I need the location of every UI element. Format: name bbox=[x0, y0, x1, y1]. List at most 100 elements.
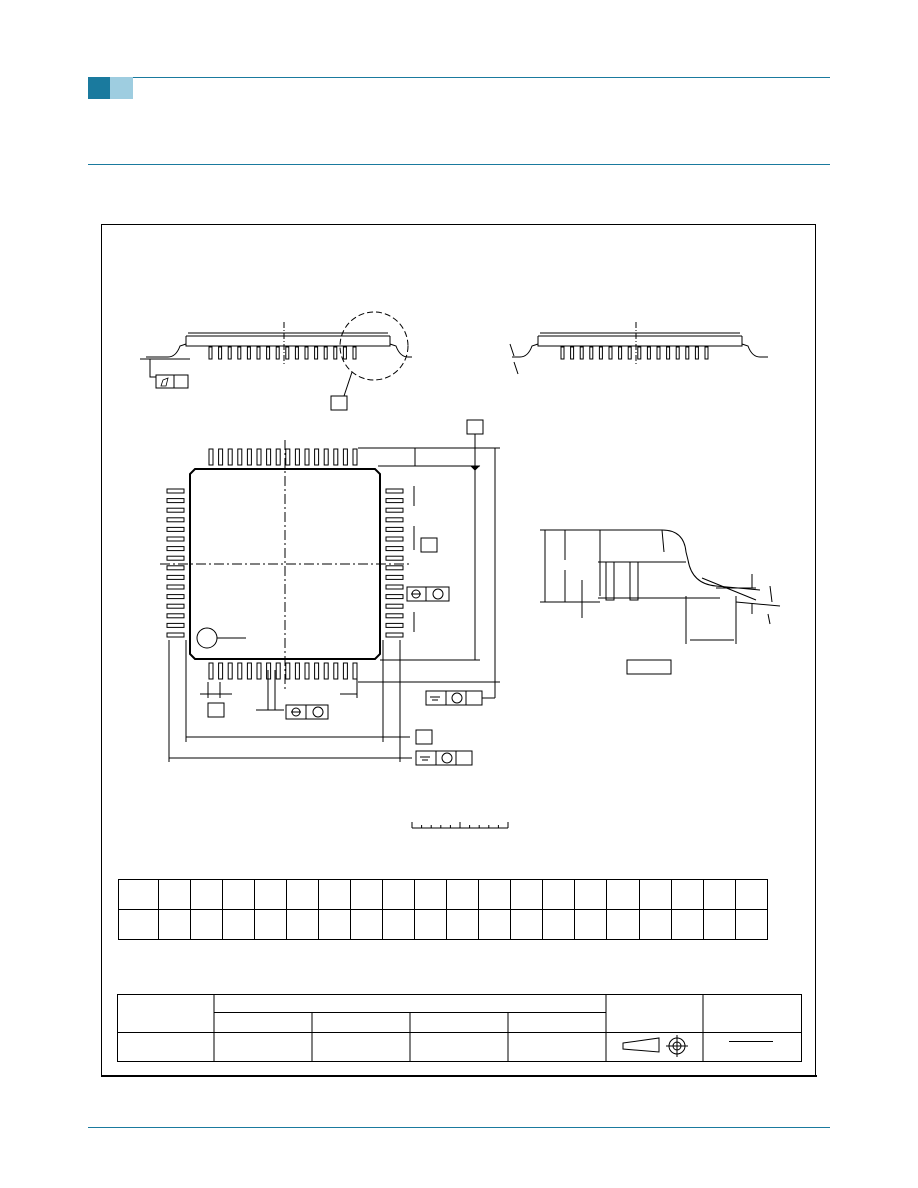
side-view-right-lead bbox=[579, 346, 584, 360]
right-lead bbox=[385, 584, 404, 590]
top-lead bbox=[314, 448, 320, 466]
bottom-lead bbox=[323, 662, 329, 680]
table-cell bbox=[670, 909, 704, 940]
side-view-right-lead bbox=[598, 346, 603, 360]
right-lead bbox=[385, 565, 404, 571]
left-lead bbox=[166, 498, 185, 504]
right-lead bbox=[385, 517, 404, 523]
side-view-left-lead bbox=[237, 346, 242, 360]
table-cell bbox=[638, 909, 672, 940]
side-view-left-lead bbox=[333, 346, 338, 360]
bottom-lead bbox=[333, 662, 339, 680]
table-cell bbox=[670, 879, 704, 910]
detail-view bbox=[540, 529, 781, 675]
left-lead bbox=[166, 565, 185, 571]
side-view-right-lead bbox=[589, 346, 594, 360]
table-cell bbox=[638, 879, 672, 910]
table-cell bbox=[574, 909, 608, 940]
side-view-right-lead bbox=[694, 346, 699, 360]
bottom-lead bbox=[266, 662, 272, 680]
left-lead bbox=[166, 526, 185, 532]
left-lead bbox=[166, 536, 185, 542]
bottom-lead bbox=[218, 662, 224, 680]
top-lead bbox=[333, 448, 339, 466]
side-view-left-lead bbox=[266, 346, 271, 360]
side-view-right-lead bbox=[656, 346, 661, 360]
side-view-right-lead bbox=[685, 346, 690, 360]
table-cell bbox=[285, 909, 320, 940]
bottom-lead bbox=[352, 662, 358, 680]
side-view-left-lead bbox=[352, 346, 357, 360]
right-lead bbox=[385, 488, 404, 494]
bottom-lead bbox=[314, 662, 320, 680]
left-lead bbox=[166, 622, 185, 628]
left-lead bbox=[166, 488, 185, 494]
right-lead bbox=[385, 555, 404, 561]
table-row bbox=[118, 879, 769, 910]
top-lead bbox=[208, 448, 214, 466]
top-view bbox=[160, 419, 500, 766]
bottom-lead bbox=[275, 662, 281, 680]
table-cell bbox=[382, 909, 416, 940]
left-lead bbox=[166, 632, 185, 638]
left-lead bbox=[166, 584, 185, 590]
side-view-left-lead bbox=[294, 346, 299, 360]
right-lead bbox=[385, 622, 404, 628]
right-lead bbox=[385, 574, 404, 580]
dimensions-table bbox=[118, 879, 769, 940]
bottom-lead bbox=[246, 662, 252, 680]
top-lead bbox=[266, 448, 272, 466]
table-cell bbox=[382, 879, 416, 910]
right-lead bbox=[385, 536, 404, 542]
bottom-lead bbox=[304, 662, 310, 680]
side-view-right-lead bbox=[627, 346, 632, 360]
bottom-lead bbox=[342, 662, 348, 680]
table-cell bbox=[221, 879, 255, 910]
table-cell bbox=[606, 879, 640, 910]
right-lead bbox=[385, 498, 404, 504]
table-cell bbox=[542, 909, 576, 940]
table-cell bbox=[734, 909, 769, 940]
table-cell bbox=[318, 909, 352, 940]
side-view-right-lead bbox=[646, 346, 651, 360]
side-view-left-lead bbox=[275, 346, 280, 360]
side-view-right-lead bbox=[560, 346, 565, 360]
left-lead bbox=[166, 574, 185, 580]
bottom-lead bbox=[237, 662, 243, 680]
right-lead bbox=[385, 594, 404, 600]
table-cell bbox=[318, 879, 352, 910]
table-cell bbox=[118, 909, 159, 940]
table-cell bbox=[734, 879, 769, 910]
table-cell bbox=[414, 909, 448, 940]
table-cell bbox=[157, 909, 191, 940]
table-cell bbox=[189, 879, 223, 910]
table-cell bbox=[542, 879, 576, 910]
left-lead bbox=[166, 555, 185, 561]
top-lead bbox=[294, 448, 300, 466]
top-lead bbox=[227, 448, 233, 466]
table-cell bbox=[510, 909, 544, 940]
top-lead bbox=[256, 448, 262, 466]
table-row bbox=[118, 909, 769, 940]
right-lead bbox=[385, 546, 404, 552]
side-view-left-lead bbox=[256, 346, 261, 360]
brand-square-dark bbox=[88, 77, 110, 99]
header-top-rule bbox=[133, 77, 830, 78]
top-lead bbox=[246, 448, 252, 466]
top-lead bbox=[323, 448, 329, 466]
top-lead bbox=[285, 448, 291, 466]
left-lead bbox=[166, 507, 185, 513]
top-lead bbox=[352, 448, 358, 466]
table-cell bbox=[285, 879, 320, 910]
scale-bar bbox=[411, 822, 509, 829]
table-cell bbox=[702, 909, 736, 940]
side-view-left-lead bbox=[227, 346, 232, 360]
table-cell bbox=[350, 909, 384, 940]
side-view-left-lead bbox=[208, 346, 213, 360]
table-cell bbox=[221, 909, 255, 940]
bottom-lead bbox=[256, 662, 262, 680]
left-lead bbox=[166, 613, 185, 619]
side-view-right-lead bbox=[675, 346, 680, 360]
side-view-right-lead bbox=[608, 346, 613, 360]
